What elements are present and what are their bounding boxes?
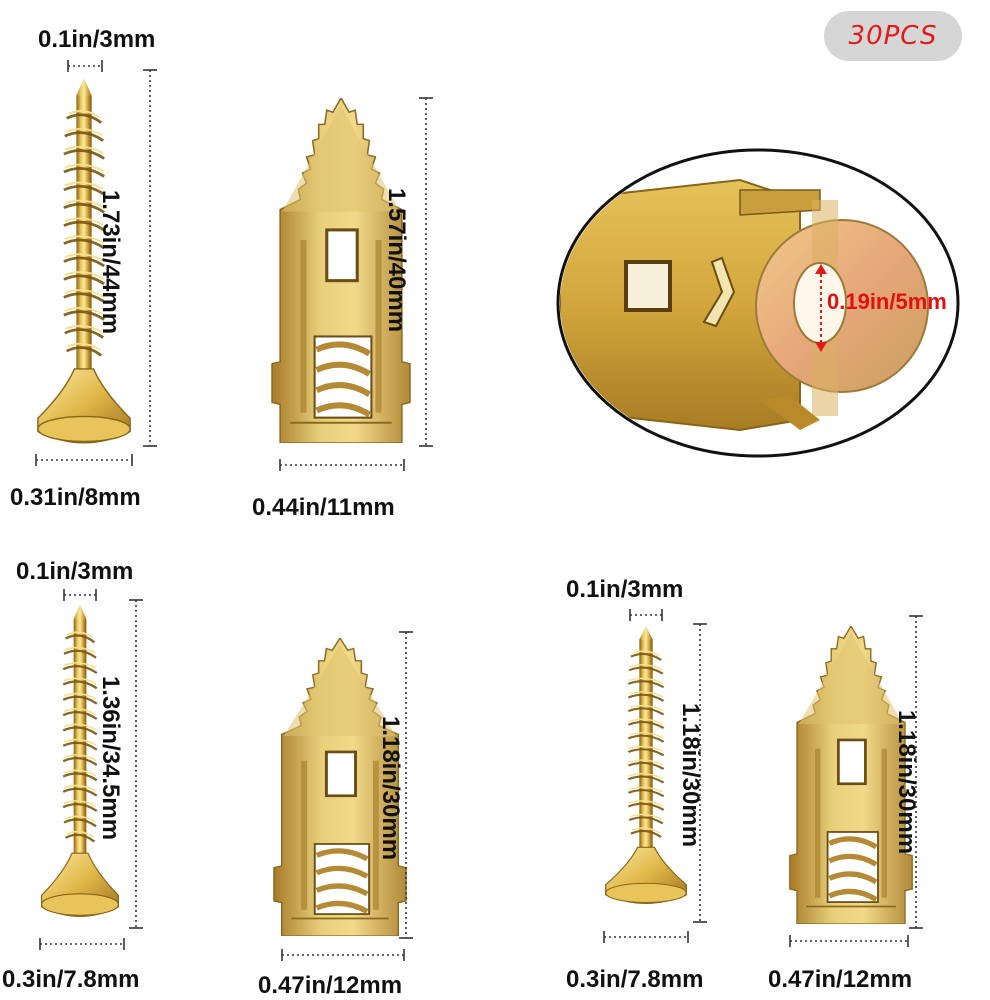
- screw-large-length: 1.73in/44mm: [97, 189, 125, 335]
- screw-small-image: [604, 626, 688, 905]
- screw-large-head-width: 0.31in/8mm: [10, 484, 141, 511]
- anchor-medium-width: 0.47in/12mm: [258, 972, 403, 999]
- screw-medium-tip-width: 0.1in/3mm: [16, 558, 134, 585]
- screw-medium-length: 1.36in/34.5mm: [97, 675, 125, 841]
- anchor-detail-view: [556, 148, 960, 458]
- anchor-medium-length: 1.18in/30mm: [377, 715, 405, 861]
- screw-small-length: 1.18in/30mm: [677, 702, 705, 848]
- quantity-badge-label: 30PCS: [848, 21, 938, 51]
- detail-hole-diameter: 0.19in/5mm: [827, 289, 947, 314]
- screw-medium-head-width: 0.3in/7.8mm: [2, 966, 140, 993]
- screw-large-tip-width: 0.1in/3mm: [38, 26, 156, 53]
- dimension-lines: [35, 60, 923, 961]
- screw-small-head-width: 0.3in/7.8mm: [566, 966, 704, 993]
- quantity-badge: 30PCS: [824, 11, 962, 61]
- anchor-large-width: 0.44in/11mm: [252, 494, 395, 521]
- anchor-large-length: 1.57in/40mm: [383, 187, 411, 333]
- anchor-small-length: 1.18in/30mm: [893, 709, 921, 855]
- screw-small-tip-width: 0.1in/3mm: [566, 576, 684, 603]
- anchor-small-width: 0.47in/12mm: [768, 966, 913, 993]
